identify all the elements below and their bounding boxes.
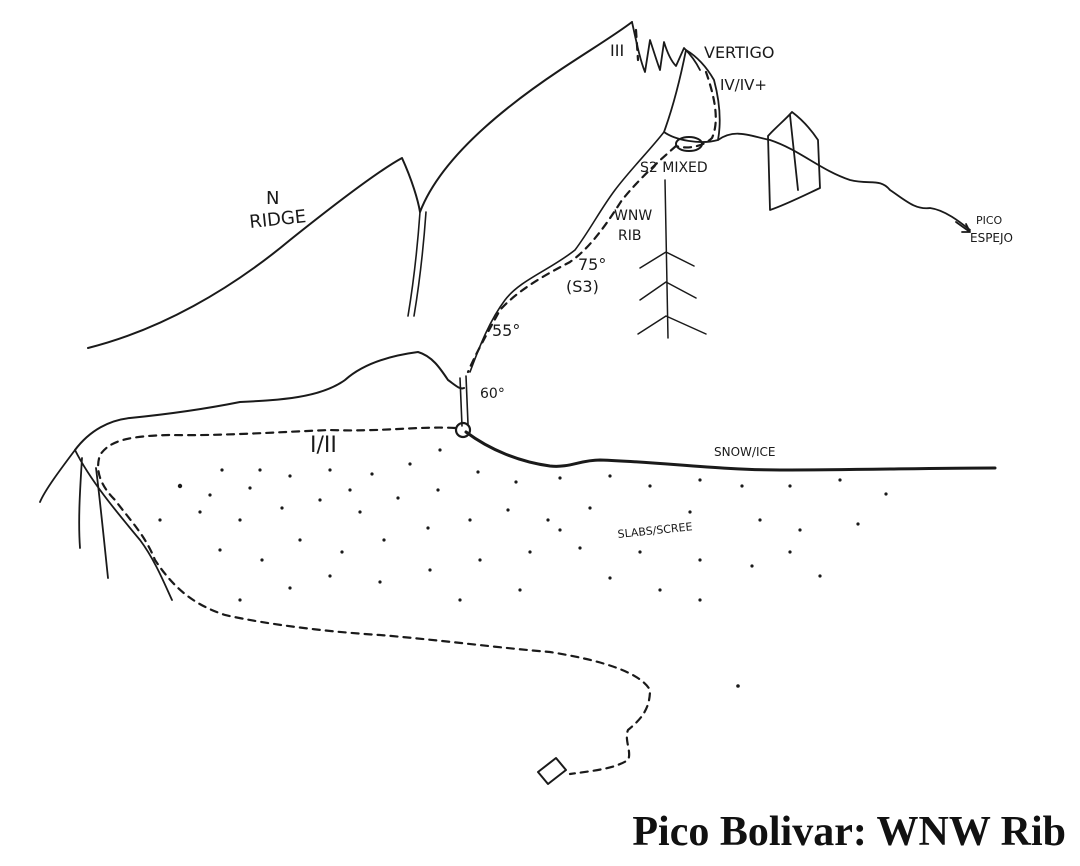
vertigo-pillar bbox=[663, 49, 721, 143]
label-angle-60: 60° bbox=[480, 386, 505, 402]
n-ridge-outline bbox=[87, 21, 633, 349]
belay-circle-base bbox=[454, 421, 472, 439]
gully-line bbox=[407, 211, 427, 317]
label-grade-approach: I/II bbox=[310, 433, 337, 458]
label-grade-summit: III bbox=[610, 41, 624, 60]
snow-ice-edge bbox=[464, 430, 997, 472]
route-approach bbox=[97, 426, 652, 776]
scree-dots bbox=[158, 448, 888, 688]
left-slope bbox=[39, 449, 173, 601]
label-n: N bbox=[266, 188, 279, 209]
label-wnw: WNW bbox=[614, 208, 652, 224]
label-slabs-scree: SLABS/SCREE bbox=[617, 520, 693, 541]
route-summit-gully bbox=[634, 28, 640, 62]
diagram-caption: Pico Bolivar: WNW Rib bbox=[632, 809, 1066, 855]
label-rib: RIB bbox=[618, 228, 641, 244]
route-wnw-rib bbox=[466, 144, 678, 374]
belay-circle-top bbox=[675, 136, 703, 152]
label-ridge: RIDGE bbox=[248, 206, 307, 233]
label-espejo: ESPEJO bbox=[970, 231, 1013, 245]
tree-marks bbox=[637, 179, 707, 339]
label-vertigo: VERTIGO bbox=[704, 43, 775, 62]
label-pico: PICO bbox=[976, 214, 1003, 227]
route-vertigo bbox=[674, 70, 717, 149]
summit-block bbox=[631, 21, 701, 73]
label-mixed: S2 MIXED bbox=[640, 160, 708, 176]
label-grade-vertigo: IV/IV+ bbox=[720, 76, 767, 94]
label-angle-55: 55° bbox=[492, 321, 520, 340]
east-tower bbox=[767, 111, 821, 211]
ridge-east bbox=[717, 132, 971, 231]
label-snow-ice: SNOW/ICE bbox=[714, 445, 775, 459]
foreground-ridge bbox=[74, 351, 465, 451]
chimney-60 bbox=[459, 375, 469, 427]
hut-icon bbox=[537, 757, 567, 785]
espejo-arrow bbox=[955, 221, 971, 233]
wnw-rib-outline bbox=[469, 131, 665, 373]
label-s3: (S3) bbox=[566, 277, 599, 296]
label-angle-75: 75° bbox=[578, 255, 606, 274]
